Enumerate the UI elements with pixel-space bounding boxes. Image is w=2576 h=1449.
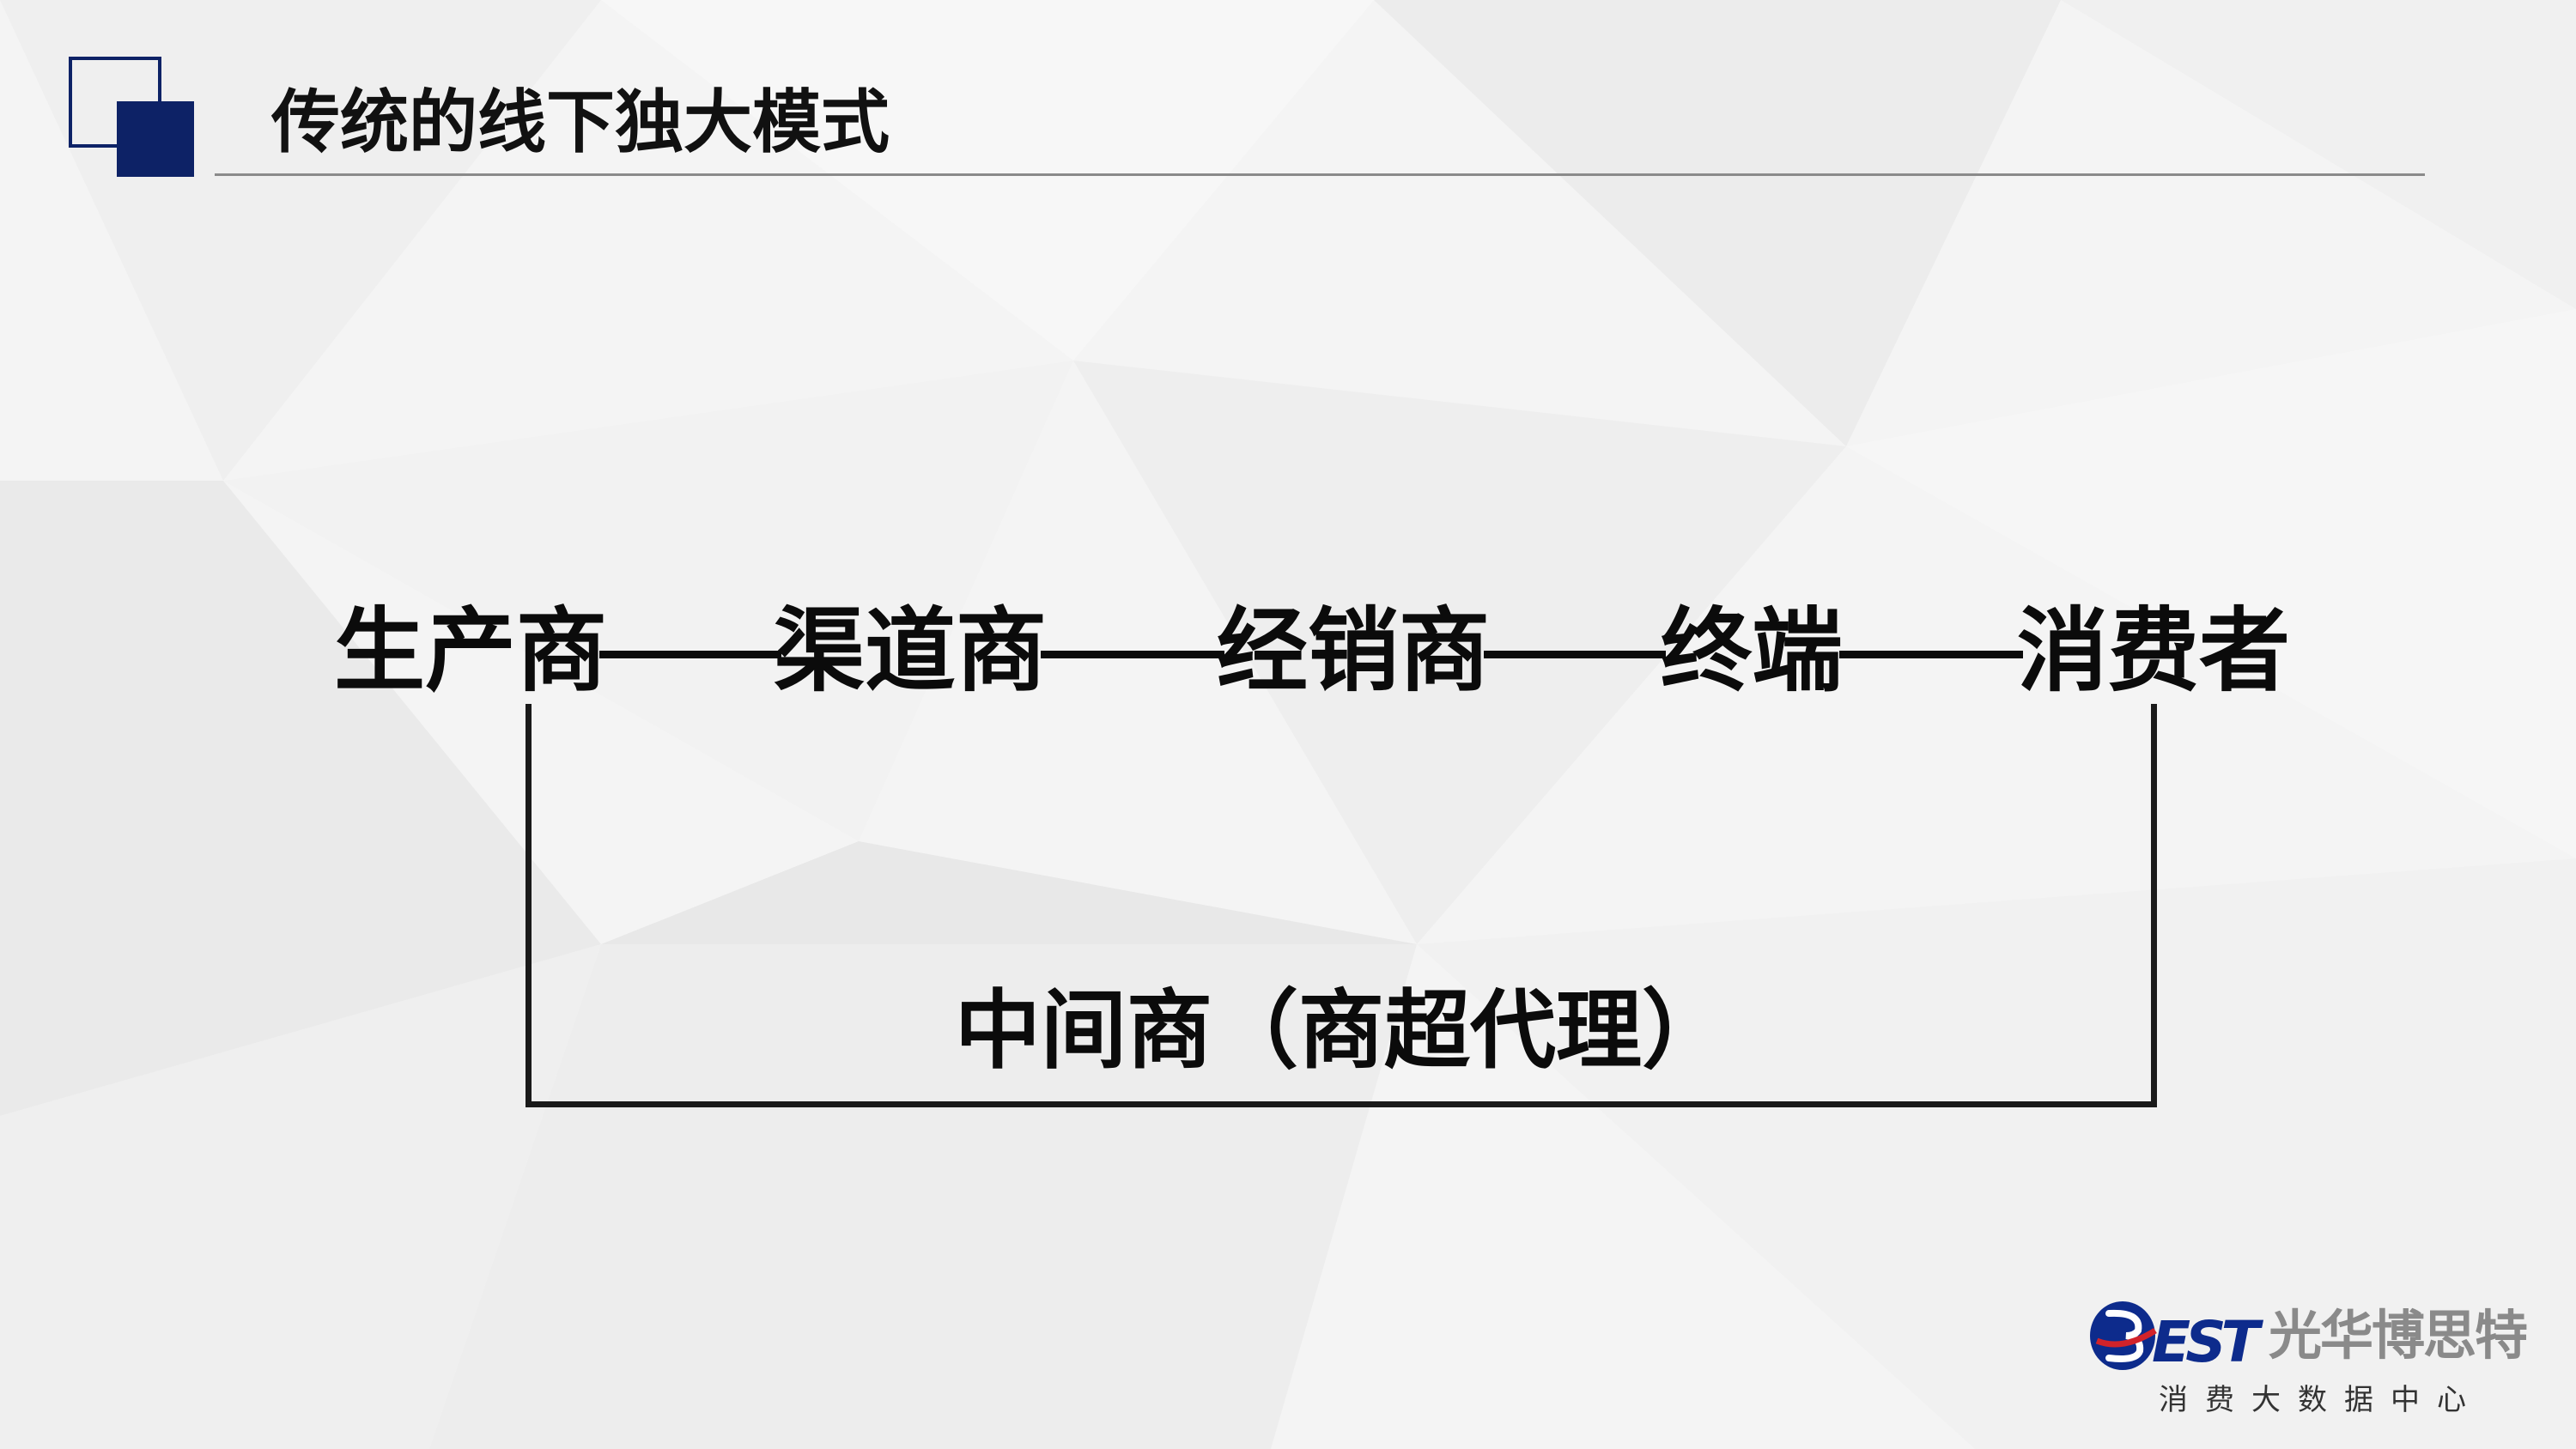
- chain-node-distributor: 经销商: [1217, 598, 1490, 704]
- chain-node-consumer: 消费者: [2017, 598, 2290, 704]
- title-underline: [215, 173, 2425, 176]
- logo-company-name: 光华博思特: [2269, 1304, 2528, 1367]
- chain-link-4: [1839, 651, 2023, 658]
- chain-node-producer: 生产商: [334, 598, 607, 704]
- chain-link-3: [1484, 651, 1666, 658]
- best-logo-mark: EST: [2090, 1301, 2267, 1375]
- chain-link-2: [1041, 651, 1224, 658]
- middleman-label: 中间商（商超代理）: [955, 980, 1728, 1081]
- chain-link-1: [599, 651, 781, 658]
- title-decoration-squares: [69, 57, 194, 177]
- middleman-bracket: [526, 704, 2157, 1107]
- filled-square: [117, 101, 194, 177]
- logo-subtitle: 消费大数据中心: [2159, 1383, 2483, 1417]
- slide-title: 传统的线下独大模式: [271, 82, 890, 162]
- company-logo: EST 光华博思特 消费大数据中心: [2088, 1293, 2535, 1430]
- chain-node-channel: 渠道商: [774, 598, 1047, 704]
- svg-text:EST: EST: [2152, 1309, 2264, 1375]
- chain-node-terminal: 终端: [1661, 598, 1843, 704]
